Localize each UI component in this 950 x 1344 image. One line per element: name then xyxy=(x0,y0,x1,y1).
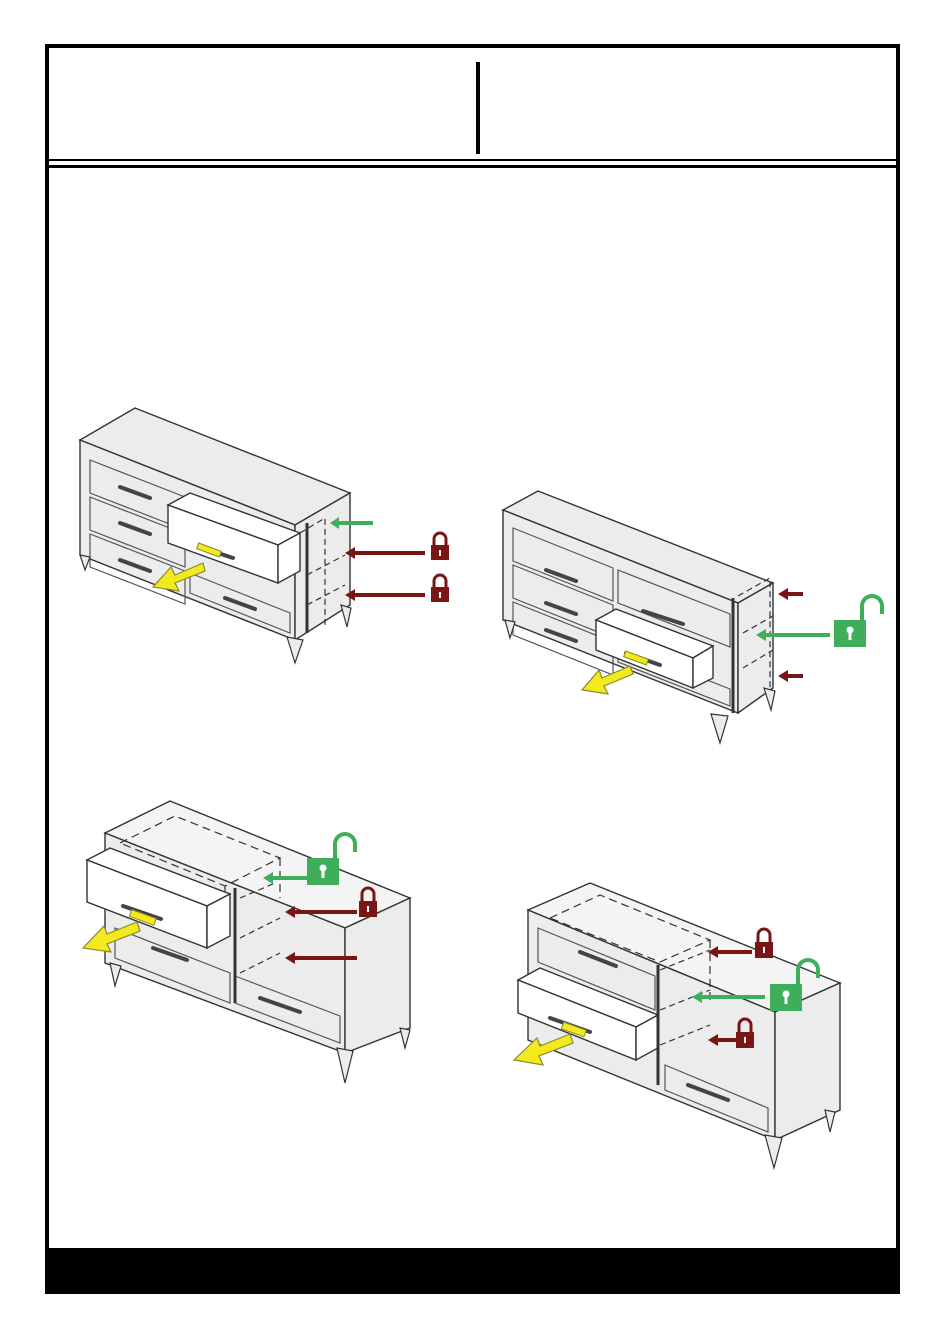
header-left-cell xyxy=(53,52,477,160)
step-4-illustration xyxy=(510,880,850,1170)
padlock-unlocked-icon xyxy=(834,596,882,647)
header-divider xyxy=(476,62,480,154)
padlock-locked-icon xyxy=(755,929,773,958)
step-1-illustration xyxy=(75,405,475,670)
header-right-cell xyxy=(483,52,900,160)
step-2-illustration xyxy=(498,488,898,748)
pull-direction-arrow-icon xyxy=(582,666,633,694)
header-rule xyxy=(49,165,896,168)
header-rule xyxy=(49,159,896,161)
padlock-locked-icon xyxy=(431,533,449,560)
footer-bar xyxy=(49,1248,896,1290)
step-3-illustration xyxy=(75,798,455,1088)
padlock-locked-icon xyxy=(431,575,449,602)
